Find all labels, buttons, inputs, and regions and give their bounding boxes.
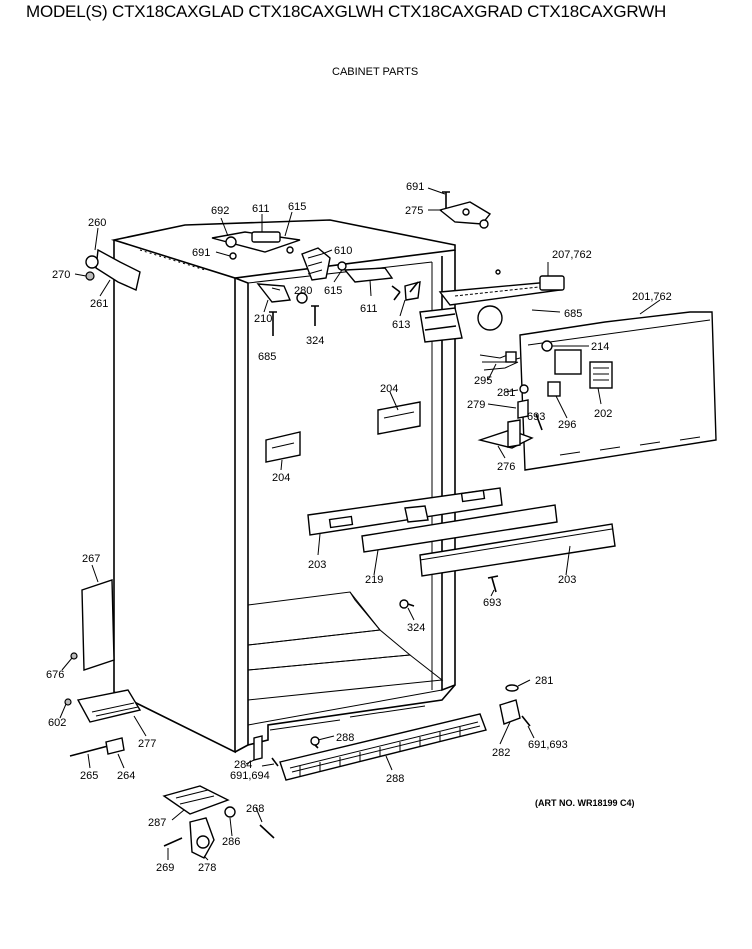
callout-296: 296 — [558, 419, 576, 431]
callout-610: 610 — [334, 245, 352, 257]
top-hinge-parts — [85, 231, 394, 336]
callout-691-693: 691,693 — [528, 739, 568, 751]
callout-615: 615 — [324, 285, 342, 297]
callout-611: 611 — [252, 203, 270, 215]
callout-270: 270 — [52, 269, 70, 281]
callout-613: 613 — [392, 319, 410, 331]
callout-602: 602 — [48, 717, 66, 729]
cabinet-shell — [110, 219, 456, 754]
callout-676: 676 — [46, 669, 64, 681]
callout-611: 611 — [360, 303, 378, 315]
grille-288 — [279, 713, 487, 781]
callout-279: 279 — [467, 399, 485, 411]
lower-left-parts — [64, 579, 279, 767]
callout-324: 324 — [407, 622, 425, 634]
callout-275: 275 — [405, 205, 423, 217]
callout-201-762: 201,762 — [632, 291, 672, 303]
callout-685: 685 — [564, 308, 582, 320]
callout-685: 685 — [258, 351, 276, 363]
callout-265: 265 — [80, 770, 98, 782]
callout-281: 281 — [497, 387, 515, 399]
brackets-204 — [265, 401, 421, 463]
callout-280: 280 — [294, 285, 312, 297]
callout-204: 204 — [272, 472, 290, 484]
callout-693: 693 — [483, 597, 501, 609]
callout-693: 693 — [527, 411, 545, 423]
callout-691-694: 691,694 — [230, 770, 270, 782]
callout-288: 288 — [336, 732, 354, 744]
callout-210: 210 — [254, 313, 272, 325]
callout-295: 295 — [474, 375, 492, 387]
fan-assembly — [391, 269, 565, 343]
mullion-rails — [307, 487, 616, 609]
upper-hinge-275 — [438, 191, 492, 229]
callout-204: 204 — [380, 383, 398, 395]
callout-203: 203 — [308, 559, 326, 571]
callout-214: 214 — [591, 341, 609, 353]
callout-278: 278 — [198, 862, 216, 874]
callout-207-762: 207,762 — [552, 249, 592, 261]
roller-assembly — [162, 785, 275, 859]
callout-287: 287 — [148, 817, 166, 829]
callout-268: 268 — [246, 803, 264, 815]
callout-286: 286 — [222, 836, 240, 848]
callout-615: 615 — [288, 201, 306, 213]
callout-264: 264 — [117, 770, 135, 782]
callout-202: 202 — [594, 408, 612, 420]
section-title: CABINET PARTS — [332, 66, 419, 78]
callout-288: 288 — [386, 773, 404, 785]
callout-277: 277 — [138, 738, 156, 750]
callout-282: 282 — [492, 747, 510, 759]
callout-281: 281 — [535, 675, 553, 687]
callout-269: 269 — [156, 862, 174, 874]
art-number: (ART NO. WR18199 C4) — [535, 798, 635, 808]
callout-692: 692 — [211, 205, 229, 217]
model-title: MODEL(S) CTX18CAXGLAD CTX18CAXGLWH CTX18… — [26, 2, 667, 21]
control-panel — [477, 311, 717, 471]
callout-691: 691 — [192, 247, 210, 259]
callout-691: 691 — [406, 181, 424, 193]
callout-labels: 691 275 692 611 615 260 691 610 207,762 … — [46, 181, 672, 874]
callout-219: 219 — [365, 574, 383, 586]
callout-284: 284 — [234, 759, 252, 771]
leader-lines — [59, 187, 661, 861]
callout-260: 260 — [88, 217, 106, 229]
callout-267: 267 — [82, 553, 100, 565]
callout-203: 203 — [558, 574, 576, 586]
callout-276: 276 — [497, 461, 515, 473]
callout-261: 261 — [90, 298, 108, 310]
callout-324: 324 — [306, 335, 324, 347]
lower-right-parts — [499, 684, 531, 727]
